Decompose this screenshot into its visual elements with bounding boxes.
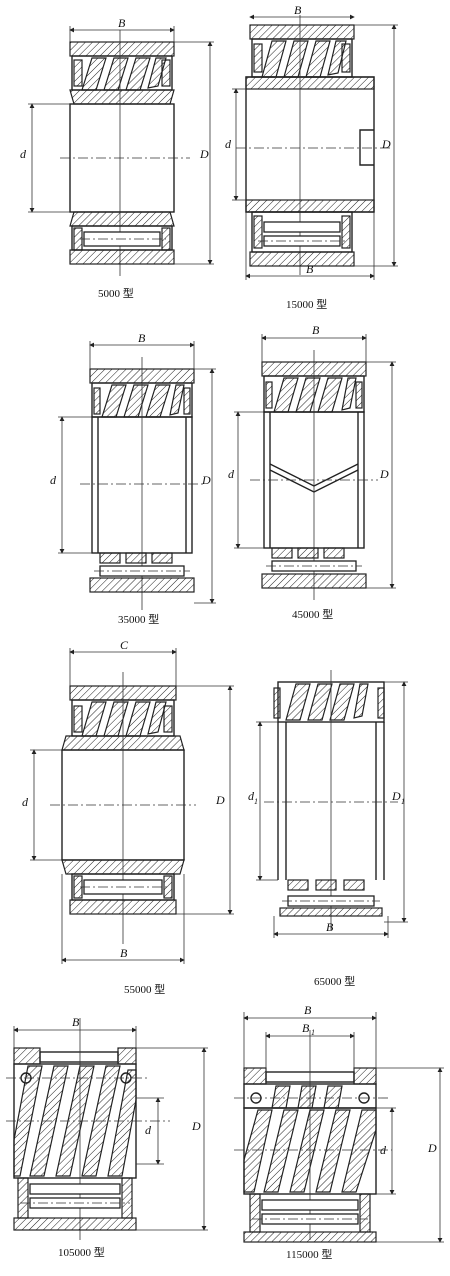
dim-B-top: B (294, 3, 302, 17)
svg-text:1: 1 (401, 797, 405, 806)
dim-d: d (50, 473, 57, 487)
dim-d: d (145, 1123, 152, 1137)
caption-115000: 115000 型 (286, 1247, 332, 1261)
dim-D1: D (391, 789, 401, 803)
dim-B-bottom: B (306, 262, 314, 276)
svg-text:1: 1 (311, 1028, 315, 1037)
svg-text:1: 1 (254, 797, 258, 806)
caption-65000: 65000 型 (314, 974, 355, 988)
caption-105000: 105000 型 (58, 1245, 105, 1259)
spiral-rollers-top (81, 57, 167, 91)
needle-rollers-bottom (279, 879, 383, 917)
spiral-rollers-top (101, 384, 185, 418)
caption-55000: 55000 型 (124, 982, 165, 996)
needle-rollers-bottom (266, 547, 362, 572)
drawing-55000: C B D d 55000 型 (22, 638, 234, 996)
dim-B: B (118, 16, 126, 30)
dim-d: d (225, 137, 232, 151)
spiral-body (243, 1109, 377, 1193)
dim-d: d (228, 467, 235, 481)
dim-D: D (379, 467, 389, 481)
drawing-15000: B B D d 15000 型 (225, 3, 398, 311)
needle-rollers-bottom (73, 875, 173, 899)
spiral-rollers-top (261, 40, 347, 78)
needle-rollers-bottom (13, 1177, 137, 1231)
drawing-115000: B B 1 D d 115000 型 (234, 1003, 444, 1261)
dim-d1: d (248, 789, 255, 803)
needle-rollers-bottom (73, 227, 171, 251)
dim-D: D (191, 1119, 201, 1133)
needle-rollers-bottom (243, 1193, 377, 1243)
dim-D: D (199, 147, 209, 161)
dim-B: B (72, 1015, 80, 1029)
dim-d: d (380, 1143, 387, 1157)
dim-B: B (304, 1003, 312, 1017)
dim-B: B (312, 323, 320, 337)
drawing-5000: B D d 5000 型 (20, 16, 214, 300)
drawing-45000: B D d 45000 型 (228, 323, 396, 621)
drawing-105000: B D d 105000 型 (6, 1015, 208, 1259)
dim-d: d (20, 147, 27, 161)
caption-5000: 5000 型 (98, 286, 134, 300)
needle-rollers-bottom (253, 215, 351, 249)
needle-rollers-bottom (94, 552, 190, 577)
spiral-rollers-top (285, 683, 369, 721)
dim-d: d (22, 795, 29, 809)
spiral-rollers-top (273, 377, 357, 413)
dim-B: B (120, 946, 128, 960)
dim-D: D (427, 1141, 437, 1155)
dim-B1: B (302, 1021, 310, 1035)
drawing-65000: B D 1 d 1 65000 型 (248, 670, 408, 988)
dim-D: D (381, 137, 391, 151)
dim-D: D (215, 793, 225, 807)
dim-B: B (138, 331, 146, 345)
dim-B: B (326, 920, 334, 934)
spiral-rollers-top (271, 1085, 343, 1109)
caption-15000: 15000 型 (286, 297, 327, 311)
caption-45000: 45000 型 (292, 607, 333, 621)
caption-35000: 35000 型 (118, 612, 159, 626)
dim-D: D (201, 473, 211, 487)
drawing-35000: B D d 35000 型 (50, 331, 216, 626)
dim-C: C (120, 638, 129, 652)
spiral-rollers-top (81, 701, 167, 737)
outer-ring-top (69, 41, 175, 57)
